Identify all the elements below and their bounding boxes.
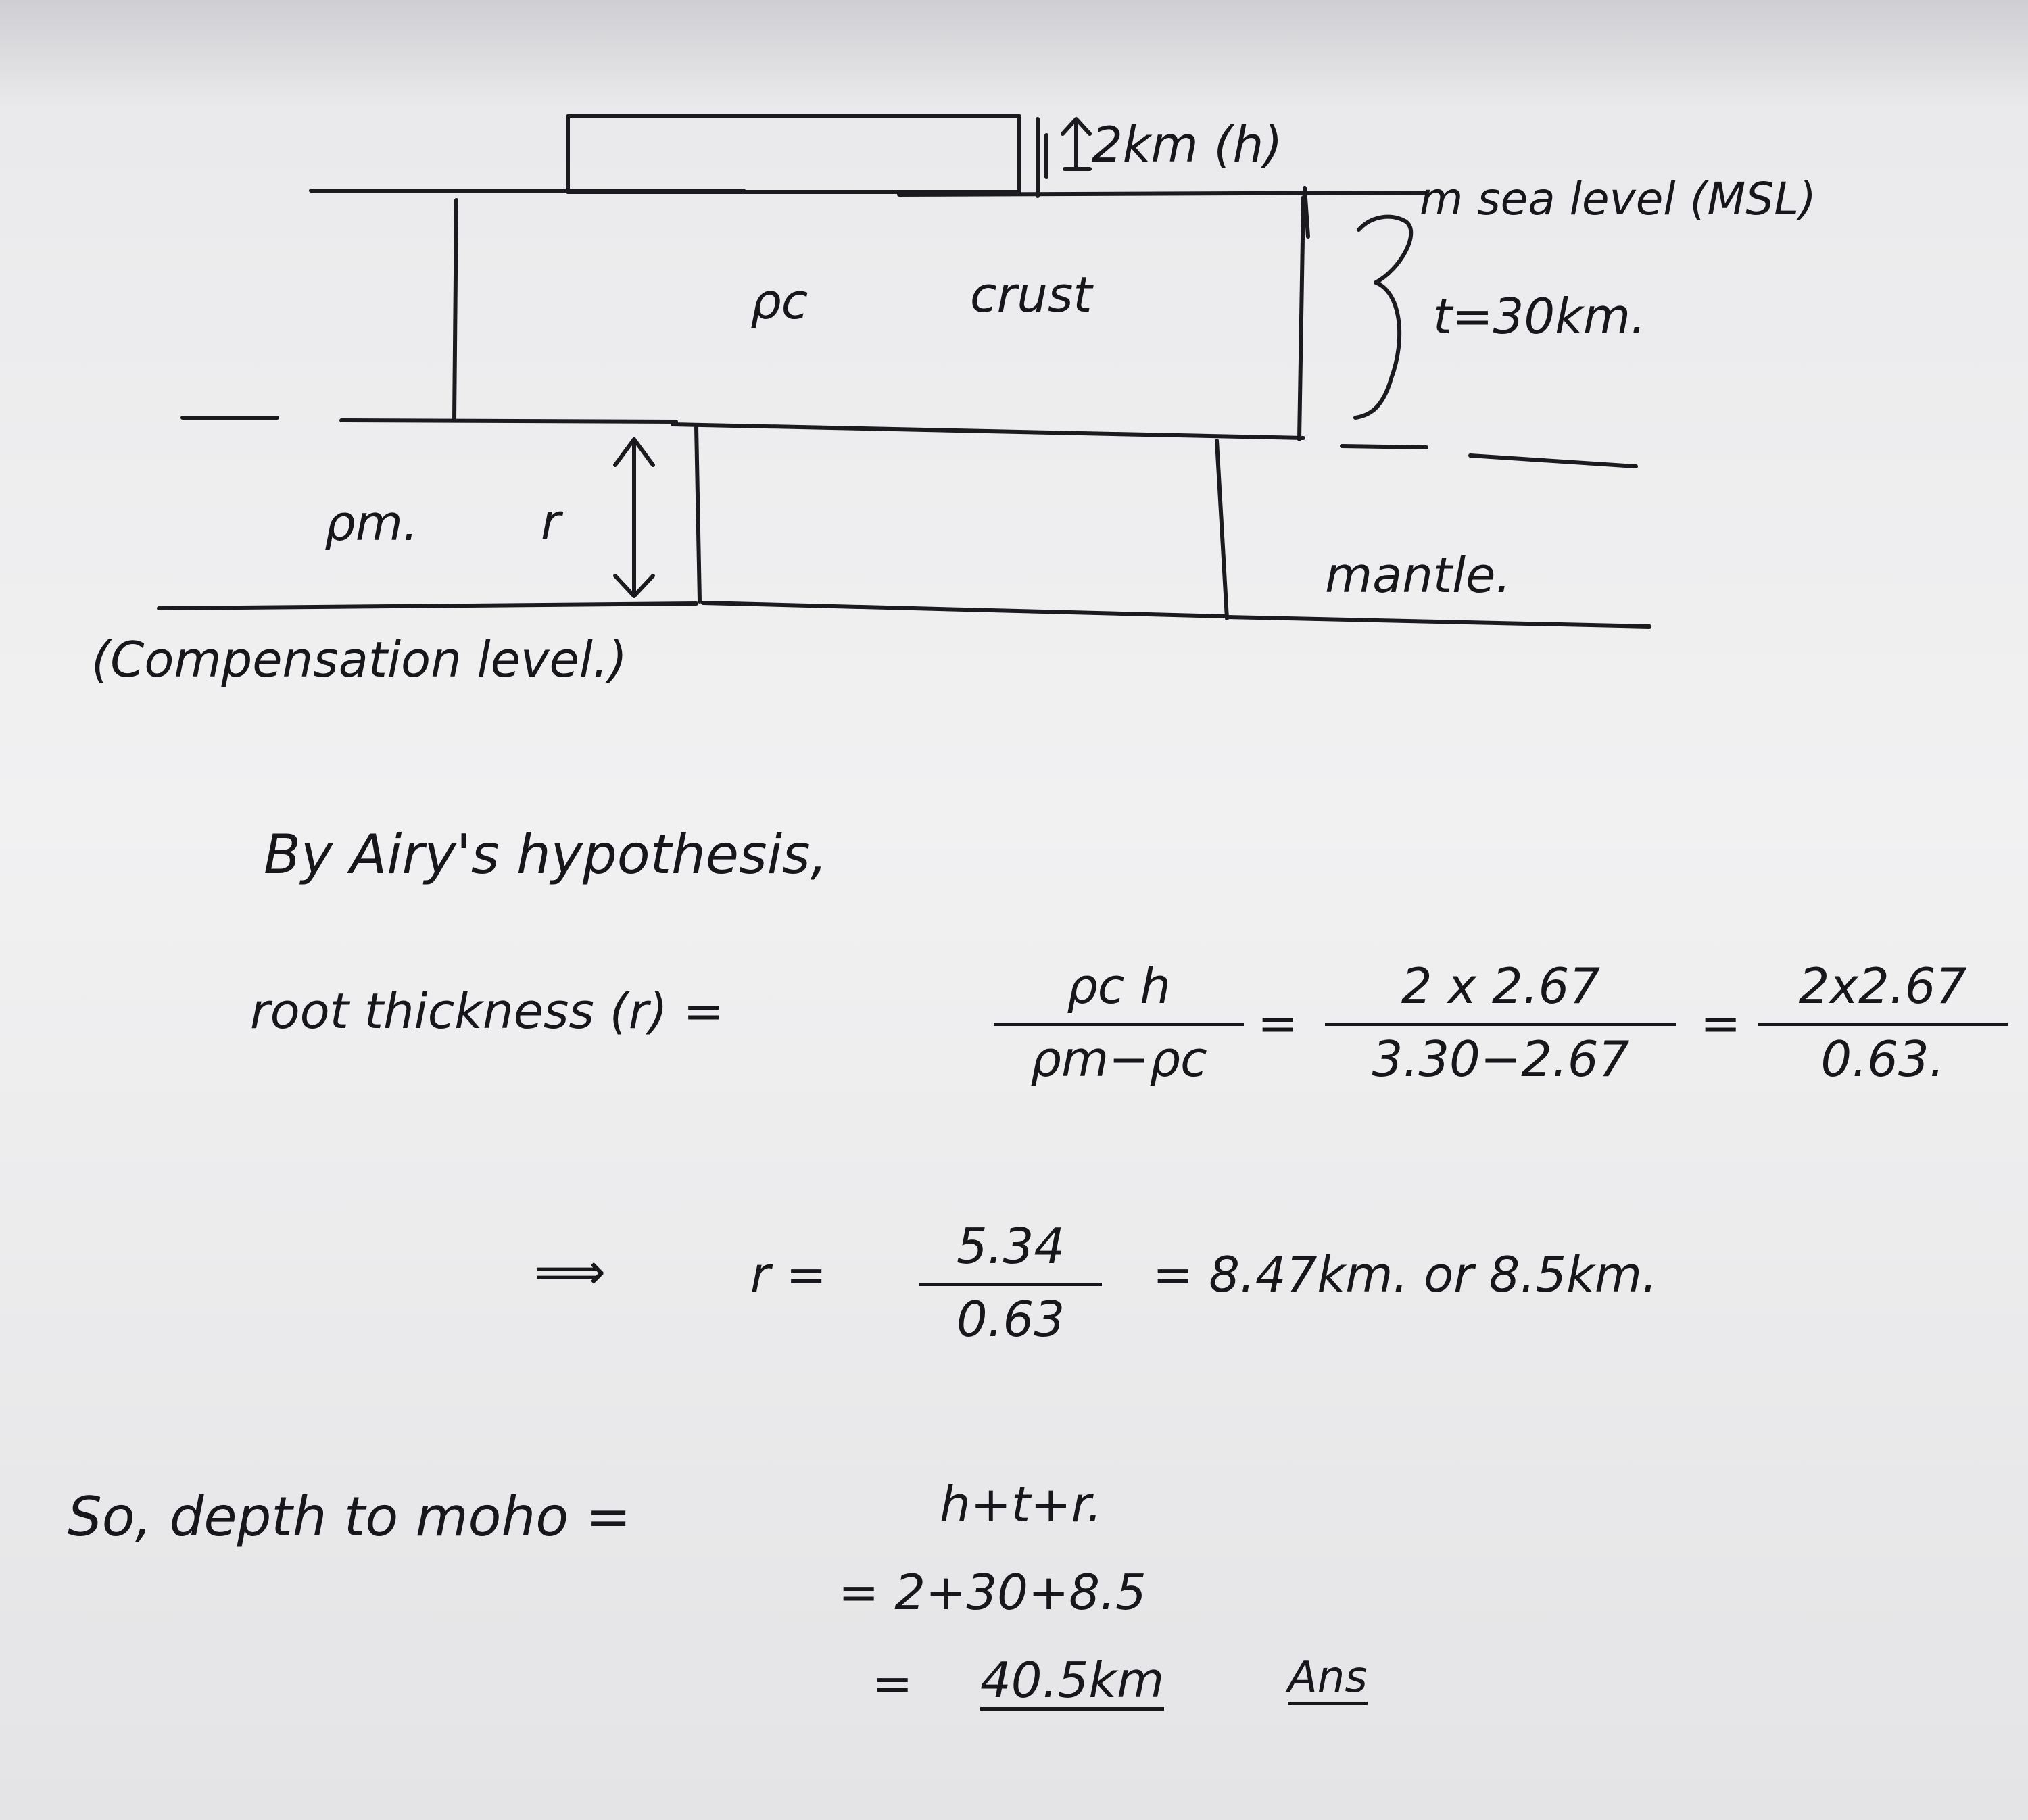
root-bottom xyxy=(701,601,1229,618)
simplified-fraction: 2x2.67 0.63. xyxy=(1758,958,2008,1088)
isostasy-diagram xyxy=(157,114,1651,629)
compensation-line-right xyxy=(1225,615,1651,629)
substituted-denominator: 3.30−2.67 xyxy=(1372,1031,1630,1088)
crust-right-line xyxy=(1340,444,1428,449)
simplified-numerator: 2x2.67 xyxy=(1798,958,1967,1014)
root-result: = 8.47km. or 8.5km. xyxy=(1153,1246,1658,1303)
compensation-level-label: (Compensation level.) xyxy=(91,631,627,688)
simplified-denominator: 0.63. xyxy=(1820,1031,1945,1088)
r-equals: r = xyxy=(750,1246,827,1303)
calc-denominator: 0.63 xyxy=(956,1291,1065,1348)
crust-right-edge xyxy=(1297,195,1305,441)
calc-numerator: 5.34 xyxy=(956,1218,1065,1275)
equals-sign-3: = xyxy=(872,1655,913,1712)
implies-symbol: ⟹ xyxy=(534,1243,606,1301)
substituted-numerator: 2 x 2.67 xyxy=(1401,958,1601,1014)
crust-thickness-label: t=30km. xyxy=(1433,288,1646,345)
mantle-density-label: ρm. xyxy=(324,495,418,551)
root-symbol: r xyxy=(541,493,561,550)
hypothesis-heading: By Airy's hypothesis, xyxy=(264,823,828,886)
mantle-label: mantle. xyxy=(1325,547,1512,604)
equals-sign-2: = xyxy=(1700,995,1741,1052)
formula-numerator: ρc h xyxy=(1067,958,1171,1014)
depth-label: So, depth to moho = xyxy=(68,1485,631,1548)
root-arrow-head-bottom xyxy=(613,574,655,598)
mountain-block xyxy=(566,114,1021,194)
crust-right-line-2 xyxy=(1468,453,1638,468)
formula-bar xyxy=(994,1023,1244,1027)
equals-sign-1: = xyxy=(1257,995,1299,1052)
crust-density-label: ρc xyxy=(750,273,808,330)
root-thickness-label: root thickness (r) = xyxy=(250,983,724,1039)
crust-label: crust xyxy=(970,266,1092,323)
crust-left-edge xyxy=(452,198,458,422)
msl-line-right xyxy=(897,191,1428,197)
depth-substitution: = 2+30+8.5 xyxy=(838,1564,1146,1621)
formula-fraction: ρc h ρm−ρc xyxy=(994,958,1244,1088)
root-left-edge xyxy=(694,424,702,604)
mountain-height-label: 2km (h) xyxy=(1092,116,1283,173)
calc-bar xyxy=(919,1283,1102,1287)
depth-formula: h+t+r. xyxy=(940,1476,1103,1533)
calc-fraction: 5.34 0.63 xyxy=(919,1218,1102,1348)
height-arrow-head xyxy=(1061,117,1092,136)
depth-answer: 40.5km xyxy=(980,1656,1165,1711)
compensation-line xyxy=(157,601,698,610)
simplified-bar xyxy=(1758,1023,2008,1027)
msl-label: m sea level (MSL) xyxy=(1420,173,1816,225)
crust-base-mid xyxy=(339,418,678,424)
root-right-edge xyxy=(1215,439,1229,620)
crust-bottom xyxy=(671,422,1305,440)
substituted-fraction: 2 x 2.67 3.30−2.67 xyxy=(1325,958,1676,1088)
root-arrow-head-top xyxy=(613,437,655,467)
crust-top-right xyxy=(1303,186,1310,239)
formula-denominator: ρm−ρc xyxy=(1030,1031,1207,1088)
thickness-brace xyxy=(1353,214,1414,420)
answer-tag: Ans xyxy=(1288,1656,1368,1705)
substituted-bar xyxy=(1325,1023,1676,1027)
